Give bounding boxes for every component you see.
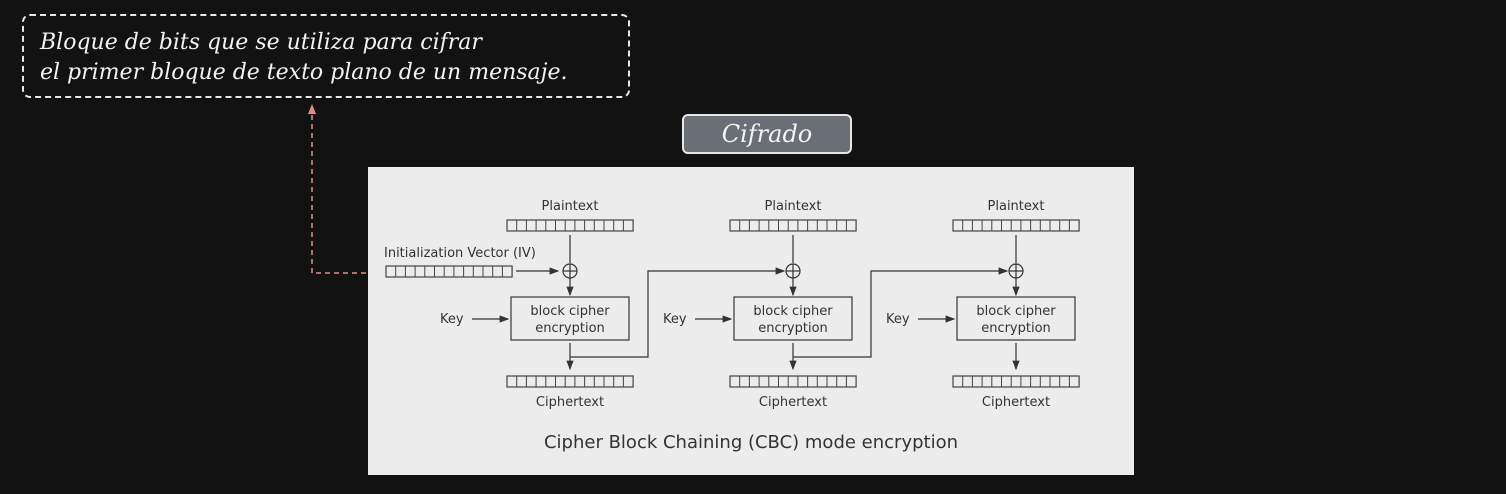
ciphertext-block <box>952 375 1080 388</box>
plaintext-block <box>952 219 1080 232</box>
encryption-label: encryption <box>535 321 605 336</box>
cbc-stage-3: Plaintext block cipher encryption KeyCipher… <box>886 199 1080 410</box>
cbc-stage-1: Plaintext block cipher encryption KeyCipher… <box>440 199 786 410</box>
plaintext-label: Plaintext <box>542 199 599 214</box>
block-cipher-box <box>733 296 853 341</box>
diagram-title: Cipher Block Chaining (CBC) mode encrypt… <box>544 432 958 453</box>
block-cipher-label: block cipher <box>753 304 833 319</box>
ciphertext-block <box>506 375 634 388</box>
cifrado-label-text: Cifrado <box>721 120 813 148</box>
iv-label: Initialization Vector (IV) <box>384 246 536 261</box>
chain-arrow <box>793 267 1009 358</box>
plaintext-block <box>729 219 857 232</box>
key-label: Key <box>663 312 687 327</box>
note-line-2: el primer bloque de texto plano de un me… <box>40 60 568 85</box>
plaintext-block <box>506 219 634 232</box>
xor-icon <box>562 263 578 279</box>
encryption-label: encryption <box>981 321 1051 336</box>
encryption-label: encryption <box>758 321 828 336</box>
ciphertext-block <box>729 375 857 388</box>
block-cipher-label: block cipher <box>976 304 1056 319</box>
plaintext-label: Plaintext <box>988 199 1045 214</box>
plaintext-label: Plaintext <box>765 199 822 214</box>
iv-block <box>385 265 513 278</box>
cbc-stage-2: Plaintext block cipher encryption KeyCipher… <box>663 199 1009 410</box>
key-label: Key <box>440 312 464 327</box>
ciphertext-label: Ciphertext <box>759 395 827 410</box>
key-label: Key <box>886 312 910 327</box>
chain-arrow <box>570 267 786 358</box>
ciphertext-label: Ciphertext <box>536 395 604 410</box>
block-cipher-box <box>956 296 1076 341</box>
note-line-1: Bloque de bits que se utiliza para cifra… <box>40 30 482 55</box>
arrowhead-icon <box>308 104 316 114</box>
annotation-note[interactable]: Bloque de bits que se utiliza para cifra… <box>22 14 630 98</box>
block-cipher-label: block cipher <box>530 304 610 319</box>
cifrado-label[interactable]: Cifrado <box>682 114 852 154</box>
block-cipher-box <box>510 296 630 341</box>
xor-icon <box>1008 263 1024 279</box>
xor-icon <box>785 263 801 279</box>
ciphertext-label: Ciphertext <box>982 395 1050 410</box>
